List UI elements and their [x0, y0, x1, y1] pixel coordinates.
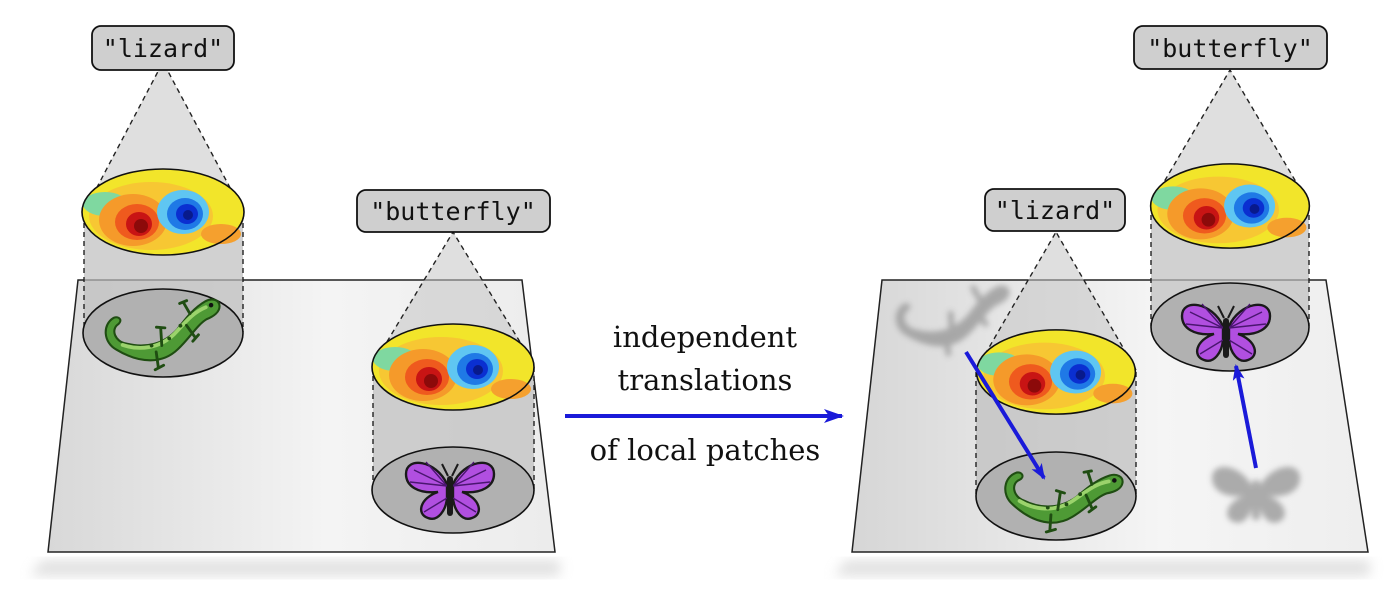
left-panel: "lizard" "butterfly" [30, 26, 560, 576]
transition-line-3: of local patches [590, 433, 821, 467]
tag-label: "butterfly" [370, 197, 536, 226]
transition-line-1: independent [613, 320, 797, 354]
right-butterfly-patch [1151, 70, 1310, 371]
lizard-patch-base [976, 452, 1136, 540]
right-lizard-patch [976, 232, 1136, 540]
transition-line-2: translations [618, 363, 793, 397]
left-lizard-patch [82, 62, 244, 382]
tag-label: "lizard" [103, 34, 223, 63]
filter-response-heatmap [1151, 164, 1310, 248]
right-lizard-tag: "lizard" [985, 189, 1125, 231]
left-butterfly-tag: "butterfly" [357, 190, 550, 232]
left-butterfly-patch [372, 232, 534, 533]
left-lizard-tag: "lizard" [92, 26, 234, 70]
right-butterfly-tag: "butterfly" [1134, 26, 1327, 69]
right-panel: "butterfly" "lizard" [834, 26, 1370, 576]
filter-response-heatmap [82, 169, 244, 255]
tag-label: "lizard" [995, 196, 1115, 225]
filter-response-heatmap [977, 330, 1136, 414]
tag-label: "butterfly" [1147, 34, 1313, 63]
filter-response-heatmap [372, 324, 534, 410]
transition: independent translations of local patche… [565, 320, 842, 467]
